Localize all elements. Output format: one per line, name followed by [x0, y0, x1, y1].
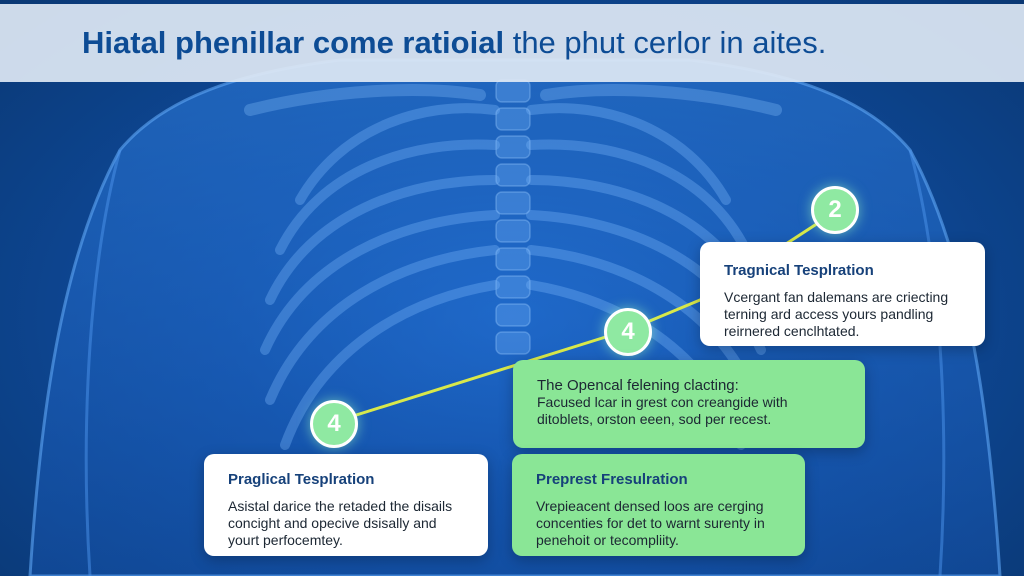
- page-title: Hiatal phenillar come ratioial the phut …: [82, 25, 826, 61]
- card-body: Facused lcar in grest con creangide with…: [537, 394, 788, 427]
- info-card-top-right: Tragnical Tesplration Vcergant fan dalem…: [700, 242, 985, 346]
- step-node-2: 2: [811, 186, 859, 234]
- step-node-4-left: 4: [310, 400, 358, 448]
- card-title: Praglical Tesplration: [228, 471, 375, 488]
- step-node-4-middle: 4: [604, 308, 652, 356]
- card-title: Tragnical Tesplration: [724, 262, 874, 279]
- title-regular-part: the phut cerlor in aites.: [512, 25, 827, 60]
- title-bold-part: Hiatal phenillar come ratioial: [82, 25, 505, 60]
- info-card-bottom-right: Preprest Fresulration Vrepieacent densed…: [512, 454, 805, 556]
- info-card-middle: The Opencal felening clacting: Facused l…: [513, 360, 865, 448]
- card-body: Vcergant fan dalemans are criecting tern…: [724, 289, 949, 339]
- card-body: Asistal darice the retaded the disails c…: [228, 498, 453, 548]
- card-title: Preprest Fresulration: [536, 471, 688, 488]
- card-title: The Opencal felening clacting:: [537, 377, 739, 394]
- title-banner: Hiatal phenillar come ratioial the phut …: [0, 4, 1024, 82]
- card-body: Vrepieacent densed loos are cerging conc…: [536, 498, 765, 548]
- info-card-bottom-left: Praglical Tesplration Asistal darice the…: [204, 454, 488, 556]
